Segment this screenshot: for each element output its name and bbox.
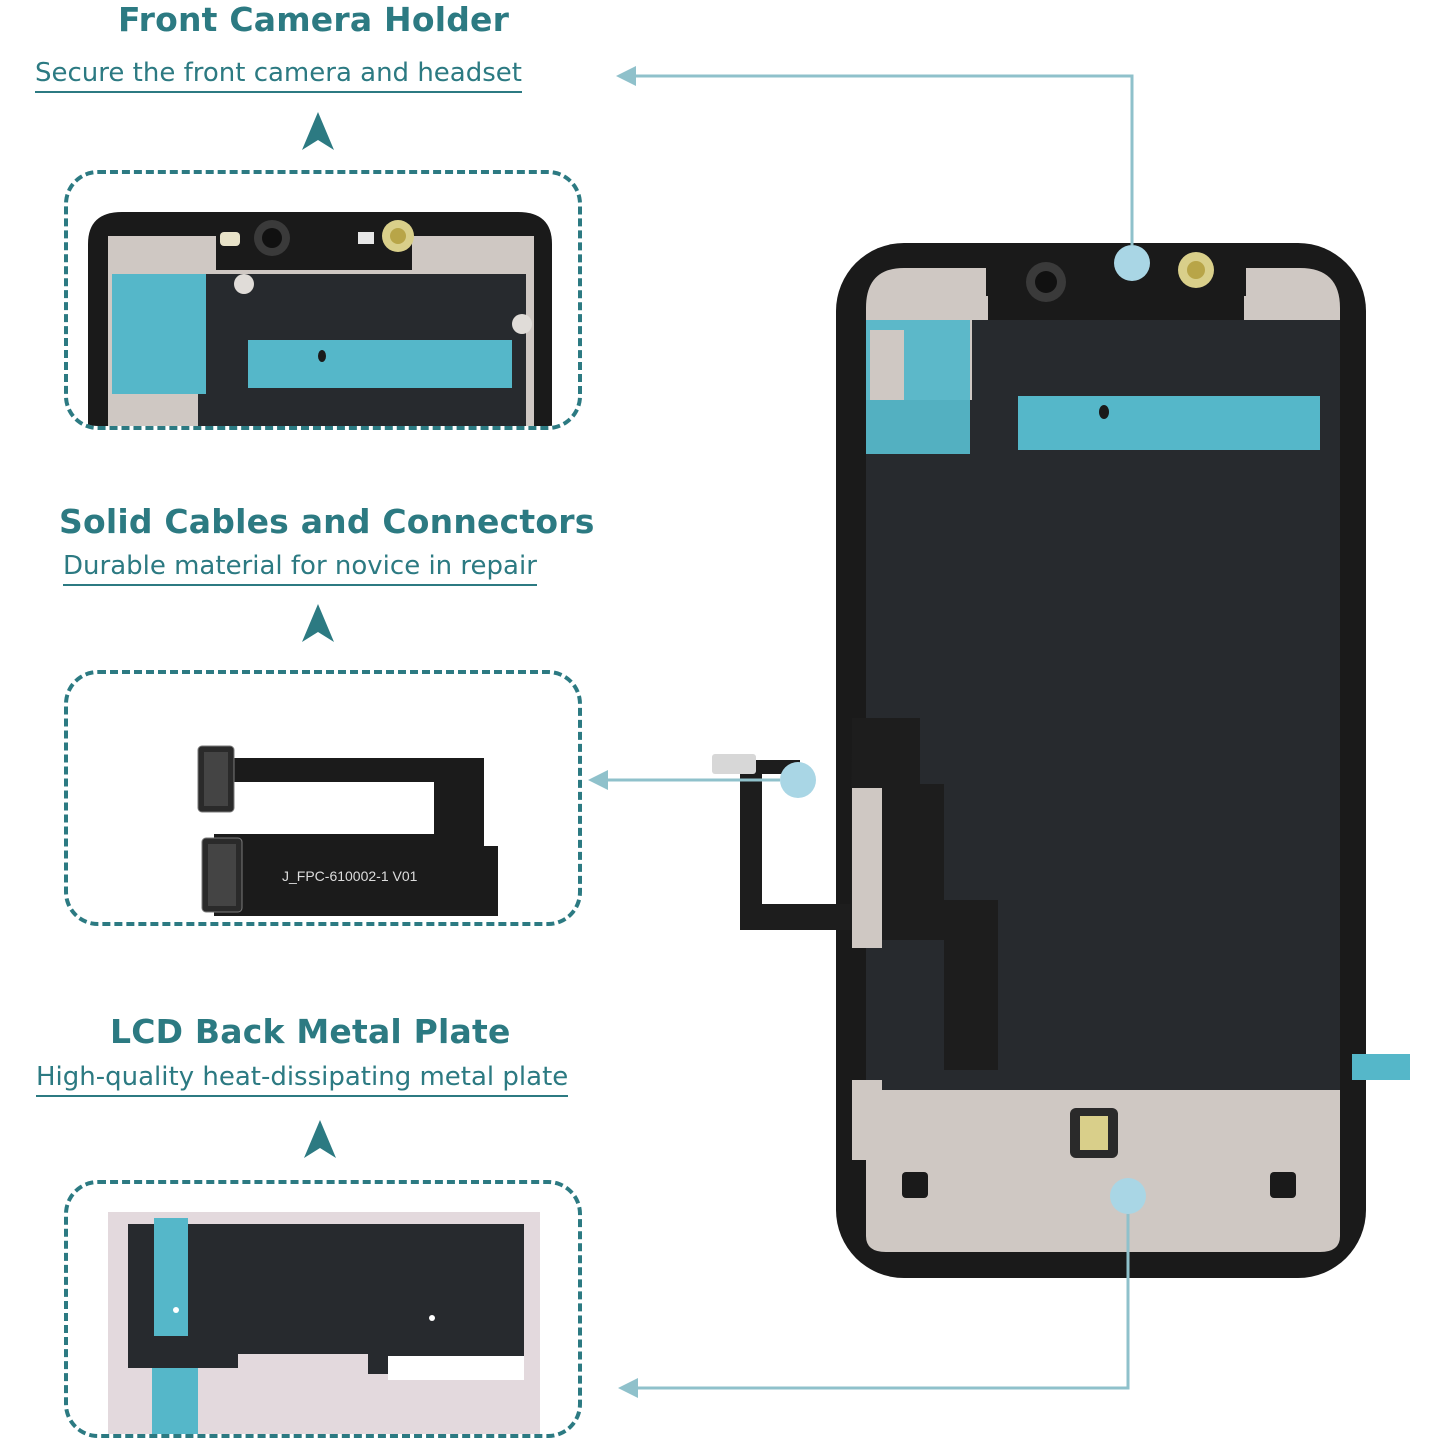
up-arrow-icon [302,112,334,150]
cable-callout-dot [780,762,816,798]
back-plate-arrow-icon [618,1378,638,1398]
solid-cables-subtitle: Durable material for novice in repair [63,551,537,586]
front-camera-callout-dot [1114,245,1150,281]
up-arrow-icon [302,604,334,642]
back-plate-callout [618,1178,1146,1398]
cable-arrow-icon [588,770,608,790]
front-camera-closeup-image [88,212,552,426]
cable-part-label: J_FPC-610002-1 V01 [282,868,418,884]
lcd-back-plate-title: LCD Back Metal Plate [110,1012,511,1051]
front-camera-holder-subtitle: Secure the front camera and headset [35,58,522,93]
front-camera-detail-box [64,170,582,430]
lcd-back-plate-subtitle: High-quality heat-dissipating metal plat… [36,1062,569,1097]
flex-cable-closeup-image: J_FPC-610002-1 V01 [197,745,498,916]
front-camera-holder-title: Front Camera Holder [118,0,510,39]
up-arrow-icon [304,1120,336,1158]
cables-detail-box: J_FPC-610002-1 V01 [64,670,582,926]
back-plate-callout-dot [1110,1178,1146,1214]
back-plate-detail-box [64,1180,582,1438]
back-plate-closeup-image [108,1212,540,1434]
cable-callout [588,762,816,798]
lcd-assembly-image [712,243,1410,1278]
front-camera-arrow-icon [616,66,636,86]
front-camera-callout [616,66,1150,281]
solid-cables-title: Solid Cables and Connectors [59,502,595,541]
